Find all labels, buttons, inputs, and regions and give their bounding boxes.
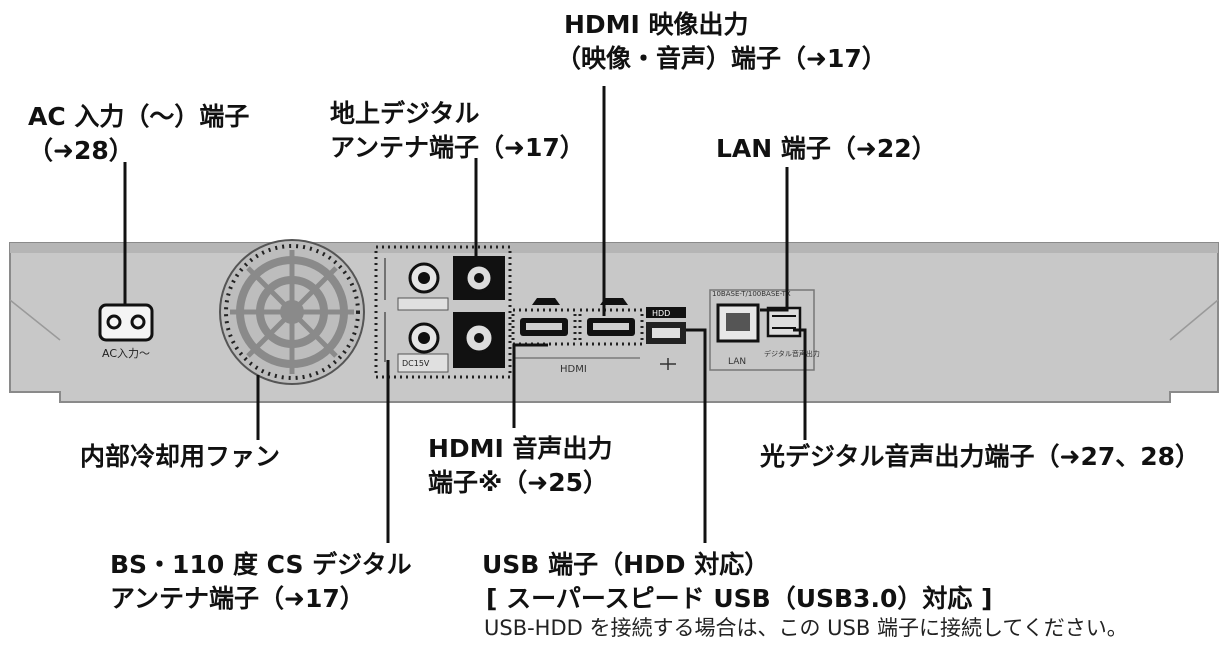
label-usb-line1: USB 端子（HDD 対応） — [482, 550, 770, 579]
hdd-panel-label: HDD — [652, 309, 670, 318]
lan-panel-label: LAN — [728, 357, 746, 367]
label-cooling-fan: 内部冷却用ファン — [80, 440, 280, 474]
hdmi-ports: HDMI — [511, 298, 644, 375]
label-ac-input-line1: AC 入力（〜）端子 — [28, 102, 250, 131]
label-terrestrial-line2: アンテナ端子（➜17） — [330, 133, 585, 162]
leader-lines — [123, 86, 807, 543]
optical-panel-label: デジタル音声出力 — [764, 349, 820, 358]
label-hdmi-video-line2: （映像・音声）端子（➜17） — [556, 44, 887, 73]
label-hdmi-audio-output: HDMI 音声出力 端子※（➜25） — [428, 432, 613, 500]
label-hdmi-video-output: HDMI 映像出力 （映像・音声）端子（➜17） — [556, 8, 887, 76]
label-ac-input: AC 入力（〜）端子 （➜28） — [28, 100, 249, 168]
usb-note: USB-HDD を接続する場合は、この USB 端子に接続してください。 — [484, 616, 1128, 640]
antenna-block: DC15V — [374, 245, 512, 379]
label-terrestrial-line1: 地上デジタル — [330, 99, 480, 128]
label-ac-input-line2: （➜28） — [28, 136, 134, 165]
lan-optical-block: 10BASE-T/100BASE-TX LAN デジタル音声出力 — [709, 289, 820, 371]
label-optical-output: 光デジタル音声出力端子（➜27、28） — [760, 440, 1200, 474]
label-fan-line1: 内部冷却用ファン — [80, 442, 281, 471]
label-optical-line1: 光デジタル音声出力端子（➜27、28） — [760, 442, 1201, 471]
label-lan: LAN 端子（➜22） — [716, 132, 937, 166]
label-hdmi-audio-line2: 端子※（➜25） — [428, 468, 609, 497]
label-bs-cs-line2: アンテナ端子（➜17） — [110, 584, 365, 613]
label-hdmi-audio-line1: HDMI 音声出力 — [428, 434, 613, 463]
ac-inlet: AC入力〜 — [98, 303, 154, 360]
ac-inlet-label: AC入力〜 — [102, 347, 150, 360]
label-terrestrial-antenna: 地上デジタル アンテナ端子（➜17） — [330, 97, 585, 165]
label-hdmi-video-line1: HDMI 映像出力 — [564, 10, 749, 39]
lan-spec-text: 10BASE-T/100BASE-TX — [712, 290, 791, 298]
label-bs-cs-line1: BS・110 度 CS デジタル — [110, 550, 412, 579]
label-bs-cs-antenna: BS・110 度 CS デジタル アンテナ端子（➜17） — [110, 548, 412, 616]
usb-port: HDD — [646, 307, 686, 370]
label-lan-line1: LAN 端子（➜22） — [716, 134, 937, 163]
cooling-fan — [219, 239, 365, 385]
label-usb: USB 端子（HDD 対応） [ スーパースピード USB（USB3.0）対応 … — [482, 548, 992, 616]
bs-voltage-text: DC15V — [402, 359, 430, 368]
hdmi-panel-label: HDMI — [560, 364, 587, 375]
label-usb-line2: [ スーパースピード USB（USB3.0）対応 ] — [486, 584, 993, 613]
